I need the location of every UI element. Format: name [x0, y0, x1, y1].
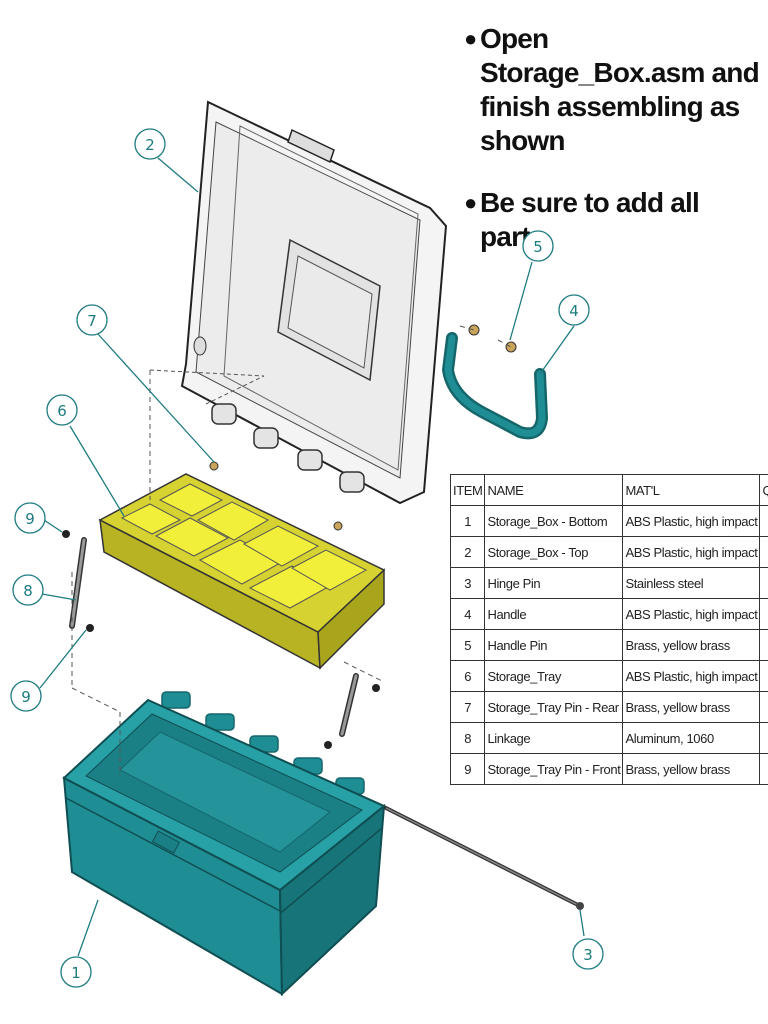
item-cell: 6	[449, 660, 486, 692]
column-header-material: MAT'L	[622, 474, 761, 506]
qty-cell: 2	[759, 629, 768, 661]
svg-text:2: 2	[145, 136, 155, 154]
item-cell: 1	[449, 505, 486, 537]
name-cell: Storage_Tray Pin - Front	[484, 753, 624, 785]
qty-cell: 1	[759, 660, 768, 692]
handle	[441, 332, 549, 440]
item-cell: 2	[449, 536, 486, 568]
svg-text:4: 4	[569, 302, 579, 320]
material-cell: Brass, yellow brass	[622, 691, 761, 723]
name-cell: Handle Pin	[484, 629, 624, 661]
name-cell: Storage_Box - Bottom	[484, 505, 624, 537]
storage-tray	[98, 461, 386, 670]
material-cell: Stainless steel	[622, 567, 761, 599]
item-cell: 7	[449, 691, 486, 723]
handle-pins	[468, 324, 517, 353]
qty-cell: 2	[759, 691, 768, 723]
svg-text:3: 3	[583, 946, 593, 964]
storage-box-bottom	[62, 691, 386, 997]
qty-cell: 1	[759, 567, 768, 599]
column-header-item: ITEM	[449, 474, 486, 506]
balloons: 2 7 6 5 4 9 8 9 1 3	[10, 128, 604, 988]
svg-text:7: 7	[87, 312, 97, 330]
front-tray-pins	[62, 530, 380, 749]
name-cell: Storage_Tray Pin - Rear	[484, 691, 624, 723]
material-cell: ABS Plastic, high impact	[622, 505, 761, 537]
instruction-text: Open Storage_Box.asm and finish assembli…	[480, 23, 760, 156]
leader-lines	[39, 157, 585, 957]
name-cell: Hinge Pin	[484, 567, 624, 599]
balloon-3: 3	[572, 938, 604, 970]
qty-cell: 1	[759, 536, 768, 568]
balloon-7: 7	[76, 304, 108, 336]
item-cell: 5	[449, 629, 486, 661]
column-header-qty: QTY	[759, 474, 768, 506]
svg-text:9: 9	[21, 688, 31, 706]
qty-cell: 1	[759, 598, 768, 630]
material-cell: ABS Plastic, high impact	[622, 660, 761, 692]
instruction-item: ● Open Storage_Box.asm and finish assemb…	[464, 22, 764, 158]
name-cell: Handle	[484, 598, 624, 630]
instruction-item: ● Be sure to add all parts	[464, 186, 764, 254]
name-cell: Storage_Tray	[484, 660, 624, 692]
bullet-icon: ●	[464, 190, 477, 215]
balloon-5: 5	[522, 230, 554, 262]
instructions: ● Open Storage_Box.asm and finish assemb…	[464, 22, 764, 254]
name-cell: Linkage	[484, 722, 624, 754]
material-cell: Aluminum, 1060	[622, 722, 761, 754]
linkages	[69, 537, 359, 737]
svg-text:8: 8	[23, 582, 33, 600]
balloon-9-upper: 9	[14, 502, 46, 534]
hinge-pin	[384, 806, 584, 910]
qty-cell: 2	[759, 722, 768, 754]
balloon-8: 8	[12, 574, 44, 606]
material-cell: ABS Plastic, high impact	[622, 536, 761, 568]
item-cell: 8	[449, 722, 486, 754]
material-cell: Brass, yellow brass	[622, 753, 761, 785]
balloon-9-lower: 9	[10, 680, 42, 712]
svg-text:6: 6	[57, 402, 67, 420]
balloon-1: 1	[60, 956, 92, 988]
qty-cell: 4	[759, 753, 768, 785]
svg-text:9: 9	[25, 510, 35, 528]
svg-text:1: 1	[71, 964, 81, 982]
balloon-4: 4	[558, 294, 590, 326]
qty-cell: 1	[759, 505, 768, 537]
item-cell: 9	[449, 753, 486, 785]
material-cell: Brass, yellow brass	[622, 629, 761, 661]
bullet-icon: ●	[464, 26, 477, 51]
balloon-2: 2	[134, 128, 166, 160]
column-header-name: NAME	[484, 474, 624, 506]
storage-box-top	[149, 100, 448, 505]
table-header-row: ITEM NAME MAT'L QTY	[449, 474, 768, 506]
material-cell: ABS Plastic, high impact	[622, 598, 761, 630]
item-cell: 3	[449, 567, 486, 599]
item-cell: 4	[449, 598, 486, 630]
balloon-6: 6	[46, 394, 78, 426]
svg-text:5: 5	[533, 238, 543, 256]
name-cell: Storage_Box - Top	[484, 536, 624, 568]
